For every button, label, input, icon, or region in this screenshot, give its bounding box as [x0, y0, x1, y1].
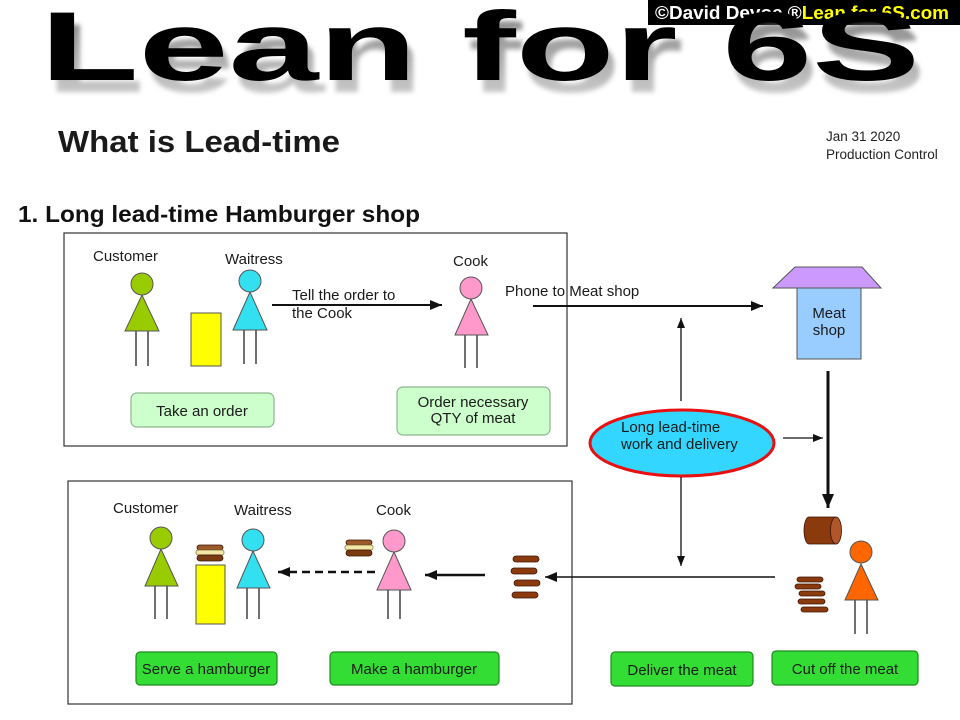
copyright-owner: ©David Devoe ®	[655, 3, 802, 23]
hamburger-icon	[344, 539, 374, 557]
step-deliver-box	[610, 651, 754, 687]
section-heading: 1. Long lead-time Hamburger shop	[18, 201, 420, 227]
waitress-body	[232, 290, 268, 331]
meat-patty	[513, 579, 541, 587]
meat-shop-roof	[771, 266, 883, 289]
hamburger-filling	[344, 544, 374, 551]
serve-cook-label: Cook	[376, 502, 412, 519]
lead-time-callout-ellipse	[588, 408, 776, 478]
waitress-body	[236, 549, 271, 589]
serve-waitress-label: Waitress	[234, 502, 292, 519]
meat-cutter-body	[844, 562, 879, 601]
cook-body	[454, 297, 489, 336]
serve-customer-label: Customer	[113, 500, 178, 517]
step-make-label: Make a hamburger	[351, 661, 477, 678]
serve-scene-frame	[67, 480, 573, 705]
cook-head	[382, 529, 406, 553]
meat-patty	[512, 555, 540, 563]
hamburger-top-bun	[345, 539, 373, 546]
cook-figure-icon	[376, 529, 412, 619]
slide-title: What is Lead-time	[58, 124, 340, 159]
step-cut: Cut off the meat	[771, 650, 919, 686]
waitress-head	[241, 528, 265, 552]
meat-slice	[794, 583, 822, 590]
hamburger-icon	[195, 544, 225, 562]
cook-figure-icon	[454, 276, 489, 368]
hamburger-filling	[195, 549, 225, 556]
step-take-order: Take an order	[130, 392, 275, 428]
counter-icon	[190, 312, 222, 367]
step-deliver-label: Deliver the meat	[627, 662, 737, 679]
meat-log-end	[830, 516, 842, 545]
meat-patty	[511, 591, 539, 599]
meat-patties-icon	[510, 555, 541, 599]
step-take-order-box	[130, 392, 275, 428]
step-make: Make a hamburger	[329, 651, 500, 686]
step-serve: Serve a hamburger	[135, 651, 278, 686]
hamburger-top-bun	[196, 544, 224, 551]
step-take-order-label: Take an order	[156, 403, 248, 420]
meat-slice	[796, 576, 824, 583]
meat-patty	[510, 567, 538, 575]
hamburger-patty	[196, 554, 224, 562]
banner-title-text: Lean for 6S	[40, 0, 920, 101]
step-make-box	[329, 651, 500, 686]
meat-slice	[798, 590, 826, 597]
step-serve-label: Serve a hamburger	[142, 661, 270, 678]
order-scene-frame	[63, 232, 568, 447]
counter-icon	[195, 564, 226, 625]
step-order-meat-line1: Order necessary	[418, 394, 529, 411]
hamburger-patty	[345, 549, 373, 557]
waitress-figure-icon	[232, 269, 268, 364]
copyright-brand: Lean for 6S.com	[802, 3, 949, 23]
copyright-badge-background	[648, 0, 960, 25]
meat-cutter-figure-icon	[844, 540, 879, 634]
handoff-label-line1: Tell the order to	[292, 287, 395, 304]
meat-shop-label-line2: shop	[813, 322, 846, 339]
order-cook-label: Cook	[453, 253, 489, 270]
meat-shop-wall	[796, 287, 862, 360]
phone-label: Phone to Meat shop	[505, 283, 639, 300]
step-deliver: Deliver the meat	[610, 651, 754, 687]
meat-shop-icon: Meat shop	[771, 266, 883, 360]
step-cut-box	[771, 650, 919, 686]
customer-body	[144, 547, 179, 587]
meat-cutter-head	[849, 540, 873, 564]
meat-patties-icon	[794, 576, 829, 613]
customer-figure-icon	[144, 526, 179, 619]
lead-time-callout-line1: Long lead-time	[621, 419, 720, 436]
customer-figure-icon	[124, 272, 160, 366]
banner-title-shadow: Lean for 6S	[46, 3, 926, 113]
banner-title: Lean for 6S Lean for 6S	[40, 0, 926, 113]
customer-head	[149, 526, 173, 550]
cook-head	[459, 276, 483, 300]
customer-body	[124, 293, 160, 332]
customer-head	[130, 272, 154, 296]
slide-category: Production Control	[826, 147, 938, 162]
copyright-text: ©David Devoe ®Lean for 6S.com	[655, 3, 949, 23]
slide-date: Jan 31 2020	[826, 129, 900, 144]
step-serve-box	[135, 651, 278, 686]
meat-log-icon	[803, 516, 842, 545]
step-order-meat-line2: QTY of meat	[431, 410, 517, 427]
step-order-meat: Order necessary QTY of meat	[396, 386, 551, 436]
lead-time-callout: Long lead-time work and delivery	[588, 408, 776, 478]
step-order-meat-box	[396, 386, 551, 436]
handoff-label-line2: the Cook	[292, 305, 353, 322]
order-customer-label: Customer	[93, 248, 158, 265]
step-cut-label: Cut off the meat	[792, 661, 899, 678]
waitress-figure-icon	[236, 528, 271, 619]
meat-log-body	[803, 516, 837, 545]
meat-slice	[800, 606, 829, 613]
meat-slice	[797, 598, 826, 605]
waitress-head	[238, 269, 262, 293]
cook-body	[376, 550, 412, 591]
lead-time-callout-line2: work and delivery	[620, 436, 738, 453]
order-waitress-label: Waitress	[225, 251, 283, 268]
copyright-badge: ©David Devoe ®Lean for 6S.com	[648, 0, 960, 25]
meat-shop-label-line1: Meat	[812, 305, 846, 322]
